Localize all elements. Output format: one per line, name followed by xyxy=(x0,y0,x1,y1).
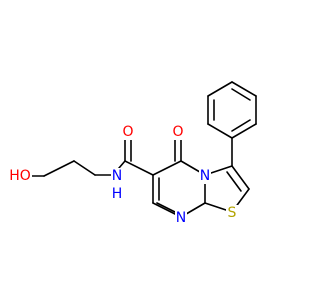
amide-hydrogen-label: H xyxy=(112,186,123,202)
bond-C3-C2 xyxy=(231,165,250,190)
phenyl-bond-4 xyxy=(231,81,257,97)
ketone-oxygen-label: O xyxy=(172,124,183,140)
phenyl-bond-1 xyxy=(207,123,233,139)
amide-nitrogen-label: N xyxy=(112,168,122,184)
bond-N8-C7-b xyxy=(156,202,176,213)
bond-layer xyxy=(30,81,257,218)
bridge-nitrogen-label: N xyxy=(200,168,210,184)
phenyl-bond-3 xyxy=(207,81,233,97)
ring-nitrogen-label: N xyxy=(176,210,186,226)
phenyl-bond-4b xyxy=(231,88,251,101)
phenyl-bond-6b xyxy=(231,119,251,132)
bond-C-amide-ring xyxy=(124,160,154,176)
sulfur-label: S xyxy=(228,205,237,221)
atom-label-layer: HO N H O O N N S xyxy=(8,124,238,226)
phenyl-bond-6 xyxy=(231,123,257,139)
amide-oxygen-label: O xyxy=(122,124,133,140)
bond-CH2-CH2b xyxy=(73,160,96,176)
molecule-diagram: HO N H O O N N S xyxy=(8,81,257,226)
bond-C3-C2-b xyxy=(226,171,242,192)
hydroxyl-label: HO xyxy=(9,168,31,184)
bond-C6-C5 xyxy=(152,160,182,176)
bond-CH2-CH2 xyxy=(43,160,75,177)
